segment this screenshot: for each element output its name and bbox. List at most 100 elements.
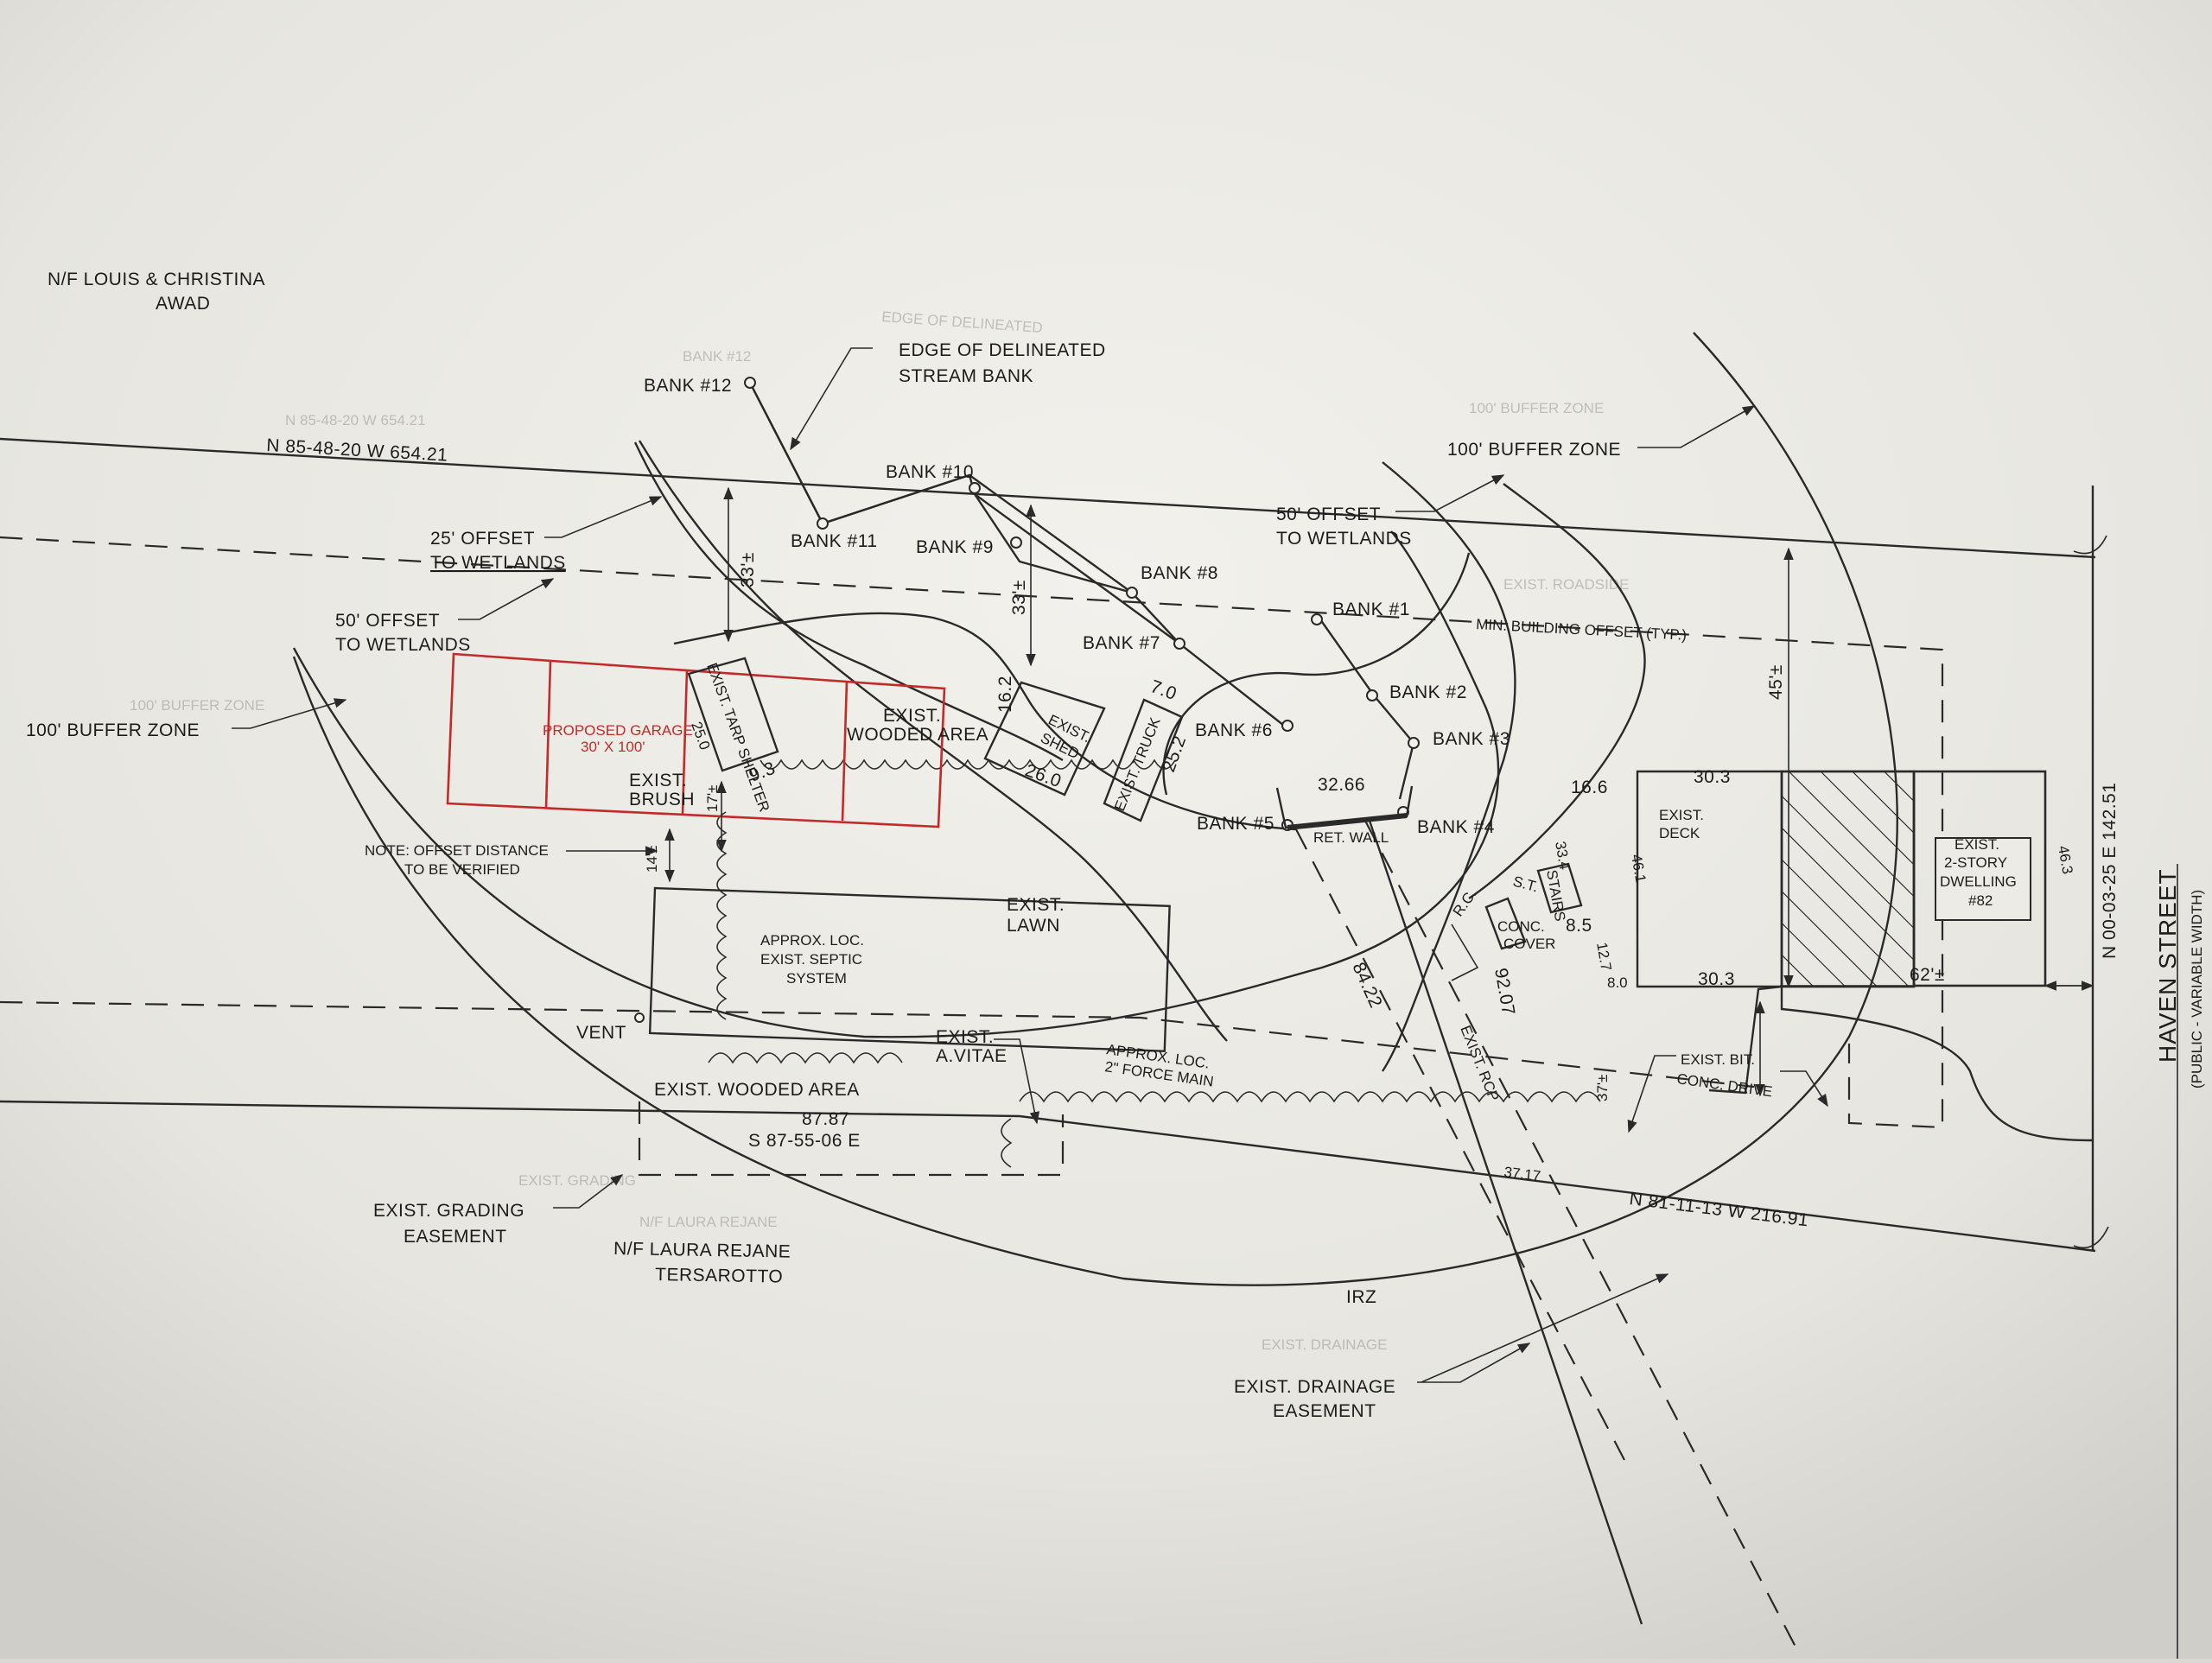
bank-8-label: BANK #8 [1141,563,1218,583]
south-property-line-east [1019,1114,2096,1253]
bank-12-marker [744,377,756,389]
bank-11-label: BANK #11 [791,531,878,551]
bank-7-marker [1173,638,1185,650]
vitae-label-1: EXIST. [936,1027,994,1047]
bank-9-marker [1010,536,1022,549]
dim-33b: 33'± [1009,580,1029,615]
buffer-zone-west: 100' BUFFER ZONE [26,720,200,740]
offset-50-west-curve [292,530,1500,1038]
bank-2-label: BANK #2 [1389,682,1467,702]
bank-11-marker [817,517,829,530]
dim-32-66: 32.66 [1318,775,1365,795]
exist-shed [983,681,1106,797]
offset50-west-2: TO WETLANDS [335,635,471,655]
conc-label-1: CONC. [1497,918,1545,935]
property-corner-marks [2073,535,2109,1249]
svg-text:N 85-48-20 W 654.21: N 85-48-20 W 654.21 [285,412,426,428]
garage-label-2: 30' X 100' [581,739,645,755]
buffer-zone-east: 100' BUFFER ZONE [1447,440,1621,460]
lawn-label-2: LAWN [1007,916,1060,936]
dwelling-label-1: EXIST. [1955,836,1999,853]
dimension-lines [664,486,2094,1097]
note-label-2: TO BE VERIFIED [404,861,520,878]
drainage-label-2: EASEMENT [1273,1401,1376,1421]
drainage-label-1: EXIST. DRAINAGE [1234,1377,1395,1397]
drainage-lines [1295,820,1798,1651]
vent-marker [634,1012,645,1023]
bank-12-label: BANK #12 [644,376,732,396]
svg-text:100' BUFFER ZONE: 100' BUFFER ZONE [1469,400,1604,416]
bearing-south-lot-dist: 87.87 [802,1109,849,1129]
grading-easement [638,1101,1065,1177]
buffer-zone-100-curve [292,332,1898,1286]
dwelling-label-4: #82 [1968,892,1993,909]
svg-text:EXIST. GRADING: EXIST. GRADING [518,1172,636,1189]
grading-label-1: EXIST. GRADING [373,1201,524,1221]
offset50-east-2: TO WETLANDS [1276,529,1412,549]
dim-37: 37'± [1594,1075,1611,1102]
bank-2-marker [1366,689,1378,701]
septic-label-3: SYSTEM [786,970,847,987]
dwelling-shaded [1780,770,1916,988]
bearing-south-lot: S 87-55-06 E [748,1131,861,1151]
north-property-line [0,437,2096,559]
bearing-east: N 00-03-25 E 142.51 [2100,783,2120,959]
dim-8-5: 8.5 [1566,916,1592,936]
bank-10-marker [969,482,981,494]
offset25-1: 25' OFFSET [430,529,535,549]
leader-lines [232,347,1828,1383]
offset-50-east-curve [1468,483,1646,899]
deck-label-2: DECK [1659,825,1700,841]
garage-label-1: PROPOSED GARAGE [543,722,693,739]
proposed-garage [446,652,946,828]
edge-stream-line2: STREAM BANK [899,366,1033,386]
bank-4-label: BANK #4 [1417,817,1495,837]
owner-south-line1: N/F LAURA REJANE [613,1239,791,1262]
exist-truck [1103,698,1184,822]
brush-label-2: BRUSH [629,790,695,809]
bank-6-label: BANK #6 [1195,720,1273,740]
svg-text:100' BUFFER ZONE: 100' BUFFER ZONE [130,697,264,714]
note-label-1: NOTE: OFFSET DISTANCE [365,842,549,859]
wooded-south-label: EXIST. WOODED AREA [654,1080,860,1100]
dim-33a: 33'± [738,552,758,587]
deck-label-1: EXIST. [1659,807,1704,823]
tarp-shelter [687,657,779,772]
bank-6-marker [1281,720,1294,732]
drive-west-edge [1708,985,1783,1095]
dwelling-label-box [1935,837,2031,921]
street-label: HAVEN STREET (PUBLIC - VARIABLE WIDTH) [2154,868,2205,1089]
ret-wall-label: RET. WALL [1313,829,1389,846]
zone-labels: EDGE OF DELINEATED STREAM BANK 100' BUFF… [26,340,1687,740]
owner-north-line2: AWAD [156,294,210,314]
south-property-line-west [0,1100,1020,1118]
bank-markers [744,377,1420,831]
bank-9-label: BANK #9 [916,537,994,557]
svg-text:BANK #12: BANK #12 [683,348,751,365]
bank-10-label: BANK #10 [886,462,974,482]
dim-62: 62'± [1910,965,1945,985]
vitae-label-2: A.VITAE [936,1046,1007,1066]
bank-1-marker [1311,613,1323,625]
offset-25-inner [633,441,1064,762]
dim-30-3b: 30.3 [1698,969,1735,989]
driveway-edge [1780,987,2094,1142]
septic-system [648,886,1171,1052]
drive-label-1: EXIST. BIT. [1681,1051,1755,1068]
edge-stream-line1: EDGE OF DELINEATED [899,340,1106,360]
property-lines [0,437,2109,1253]
street-note: (PUBLIC - VARIABLE WIDTH) [2189,890,2205,1089]
street-name: HAVEN STREET [2154,868,2181,1063]
vent-label: VENT [576,1023,626,1043]
concrete-cover [1484,897,1527,950]
dim-16-2: 16.2 [995,676,1015,713]
dim-14: 14'± [644,846,660,873]
bank-1-label: BANK #1 [1332,600,1410,619]
dim-30-3a: 30.3 [1694,767,1731,787]
bank-7-label: BANK #7 [1083,633,1160,653]
wooded-label-2: WOODED AREA [847,725,988,745]
stream-bank-loop [673,612,1297,831]
dwelling-label-2: 2-STORY [1944,854,2007,871]
